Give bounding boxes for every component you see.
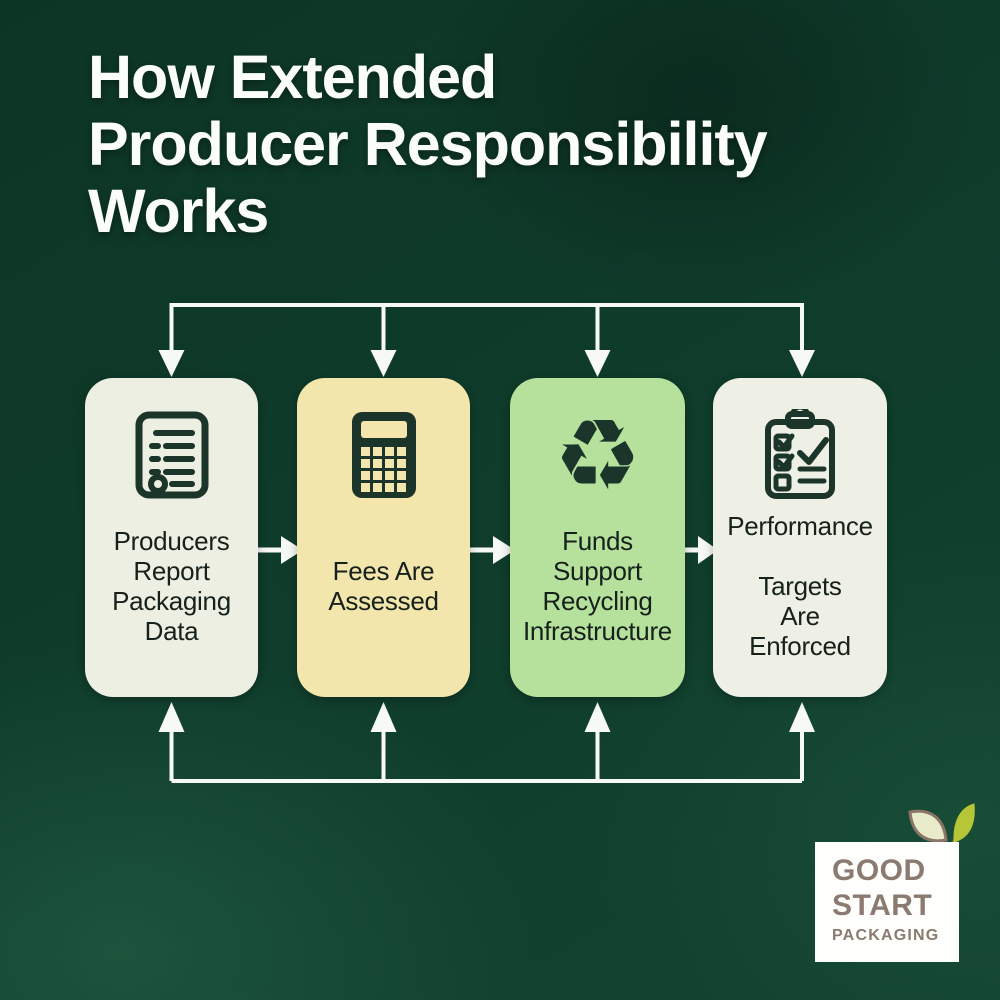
clipboard-check-icon [760,402,840,508]
calculator-icon [351,402,417,508]
brand-logo: GOOD START PACKAGING [815,842,959,962]
flow-card-funds-support: ♻ Funds Support Recycling Infrastructure [510,378,685,697]
top-connector-arrowheads [158,350,815,377]
logo-text-packaging: PACKAGING [832,927,940,944]
flow-card-targets-enforced: Performance Targets Are Enforced [713,378,887,697]
card-label-producers-report: Producers Report Packaging Data [112,525,231,646]
logo-text-good: GOOD [832,854,926,887]
flow-card-fees-assessed: Fees Are Assessed [297,378,470,697]
logo-text-start: START [832,889,933,922]
top-connector [169,303,804,352]
bottom-connector-arrowheads [158,702,815,732]
arrow-card1-to-card2 [252,536,303,564]
document-lines-icon [134,402,210,508]
bottom-connector [169,730,804,783]
card-label-targets-enforced: Performance Targets Are Enforced [727,510,873,661]
arrow-card2-to-card3 [464,536,515,564]
card-label-fees-assessed: Fees Are Assessed [328,555,439,616]
recycle-icon: ♻ [553,400,642,510]
card-label-funds-support: Funds Support Recycling Infrastructure [523,525,672,646]
flow-card-producers-report: Producers Report Packaging Data [85,378,258,697]
page-title: How Extended Producer Responsibility Wor… [88,43,768,245]
